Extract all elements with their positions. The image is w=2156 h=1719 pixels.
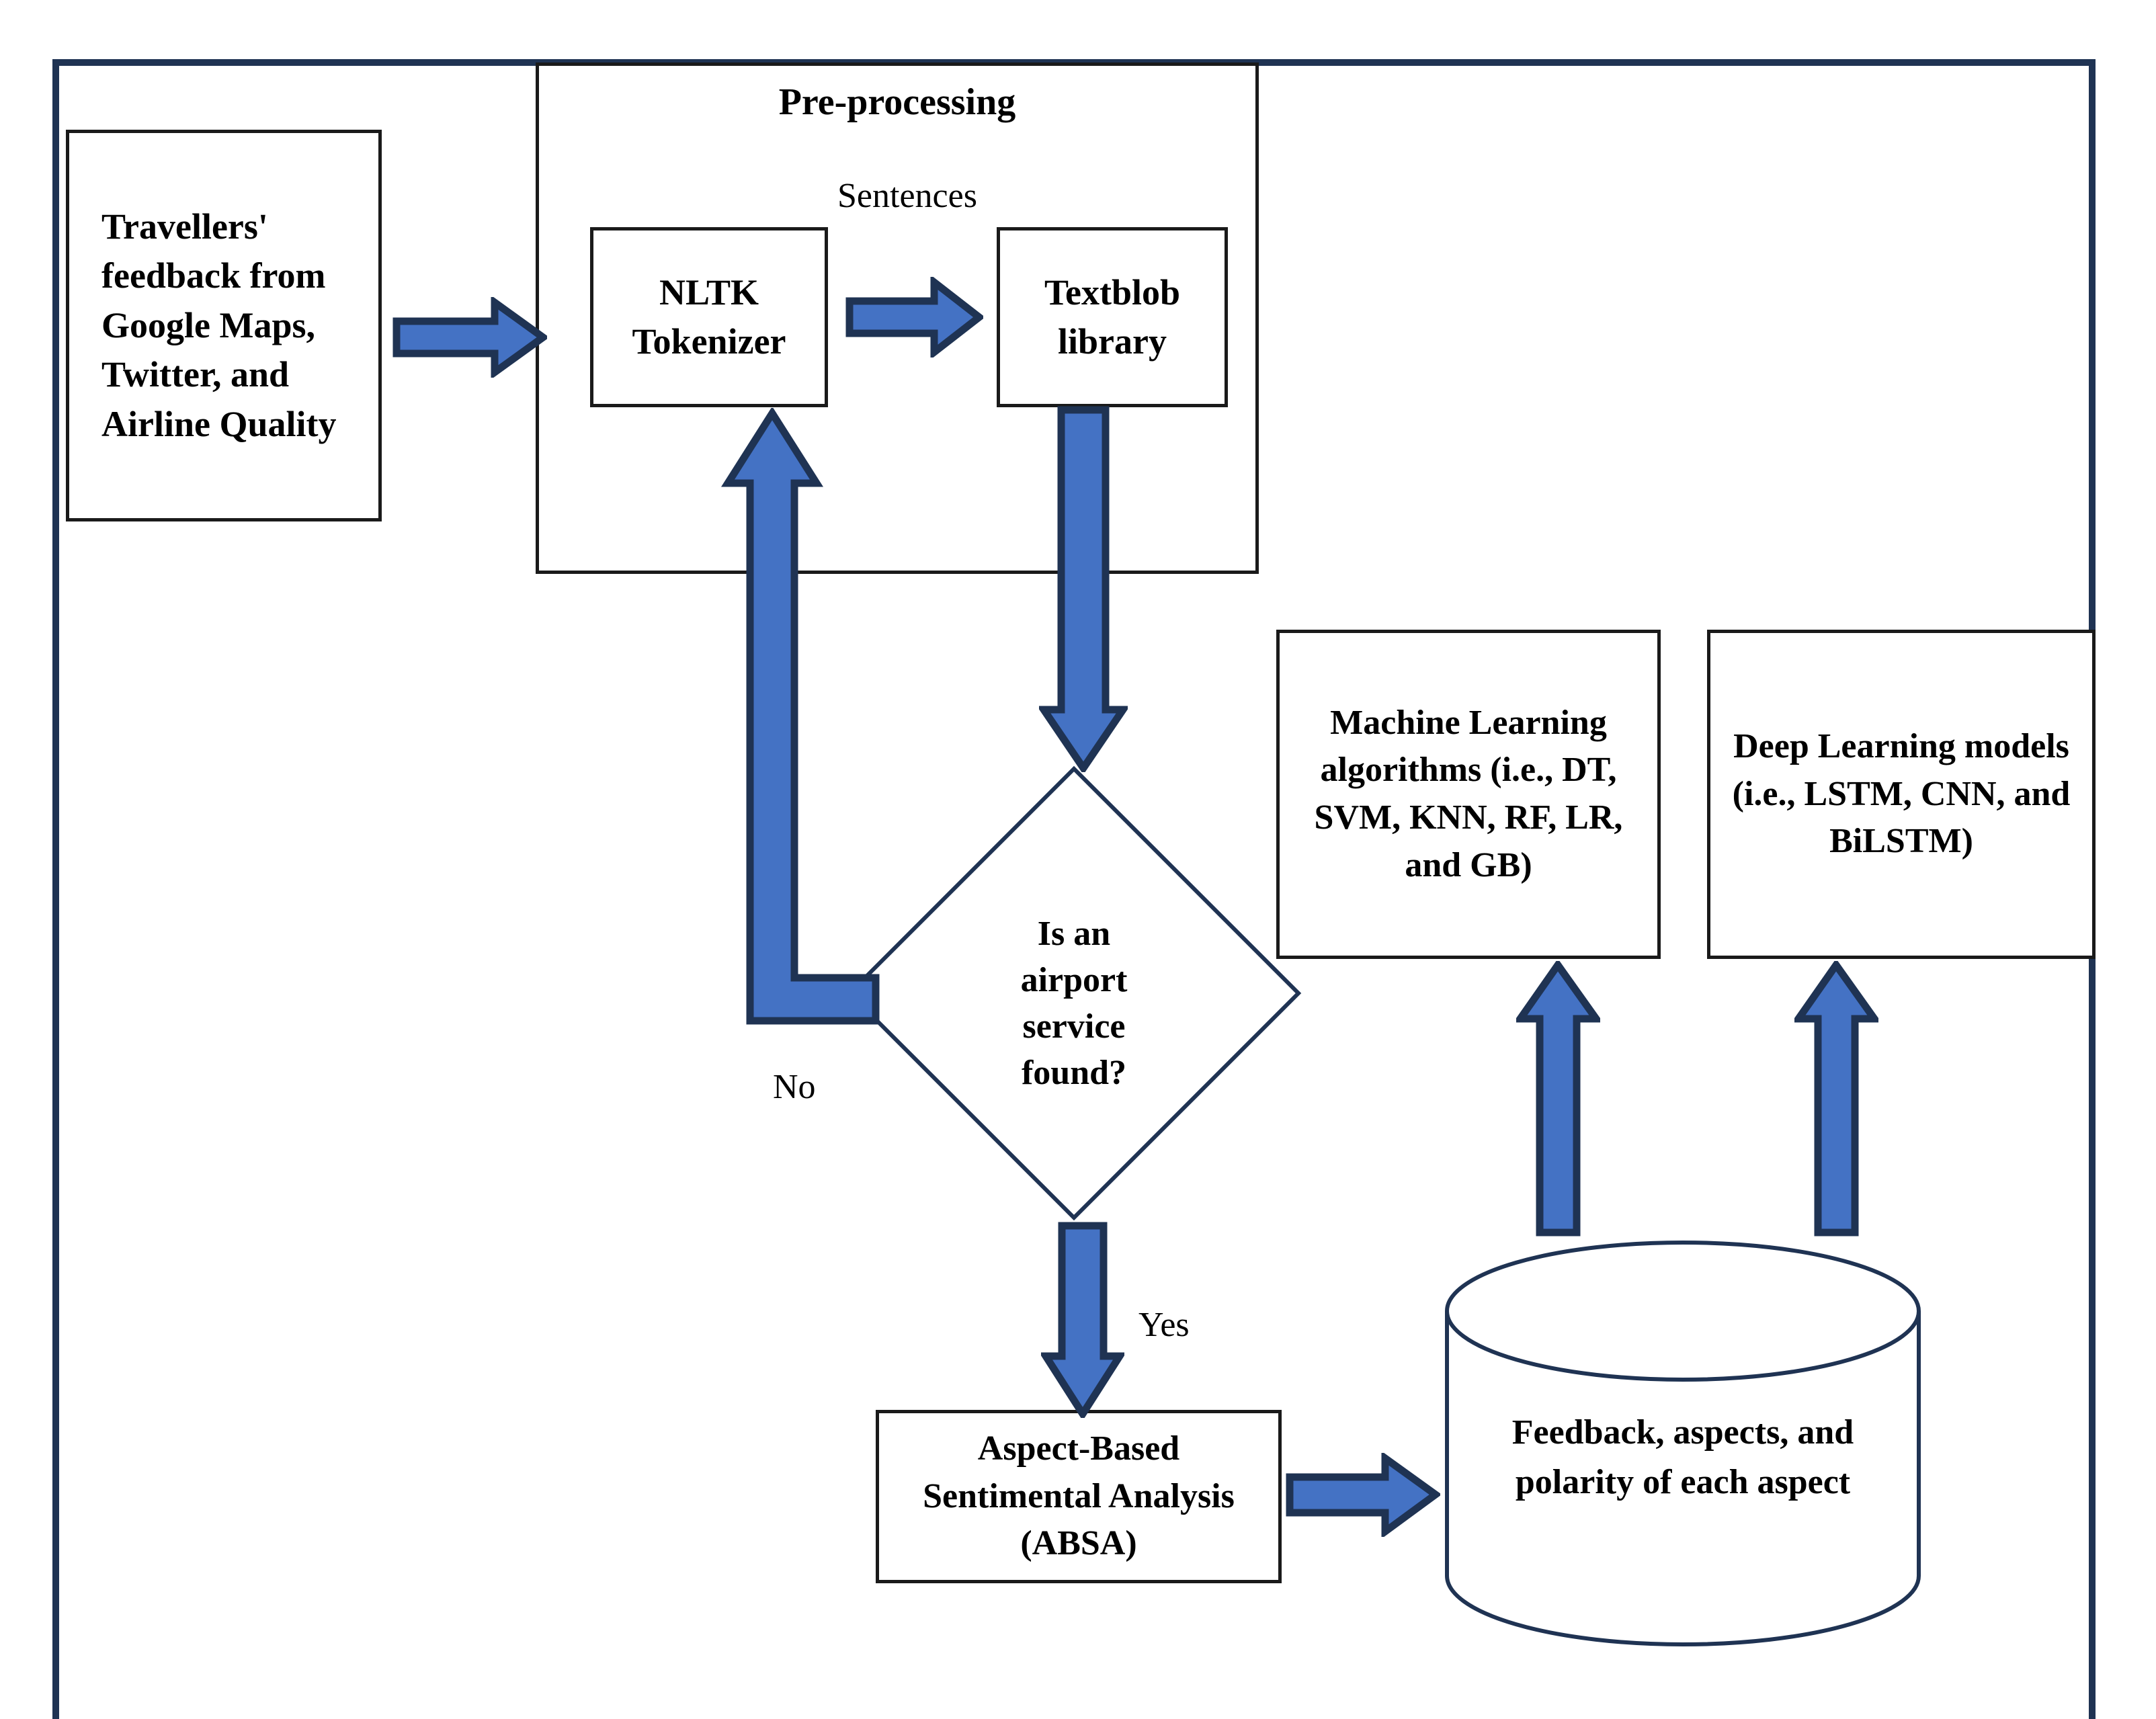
node-absa: Aspect-Based Sentimental Analysis (ABSA) (876, 1410, 1282, 1583)
edge-source-to-preprocessing (392, 297, 547, 378)
edge-label-no: No (773, 1068, 816, 1106)
preprocessing-title: Pre-processing (778, 81, 1016, 123)
node-machine-learning-algorithms: Machine Learning algorithms (i.e., DT, S… (1276, 630, 1661, 959)
node-database-cylinder (1444, 1239, 1922, 1648)
edge-label-yes: Yes (1138, 1306, 1190, 1344)
node-nltk-tokenizer-label: NLTK Tokenizer (632, 271, 786, 362)
node-nltk-tokenizer: NLTK Tokenizer (590, 227, 828, 407)
edge-database-to-dl (1794, 961, 1878, 1236)
node-deep-learning-models-label: Deep Learning models (i.e., LSTM, CNN, a… (1732, 726, 2071, 861)
node-textblob-library-label: Textblob library (1044, 271, 1181, 362)
node-source-feedback: Travellers' feedback from Google Maps, T… (66, 130, 382, 521)
edge-absa-to-database (1286, 1453, 1440, 1537)
edge-textblob-to-decision (1039, 406, 1128, 772)
node-deep-learning-models: Deep Learning models (i.e., LSTM, CNN, a… (1707, 630, 2096, 959)
edge-label-sentences: Sentences (837, 177, 977, 215)
node-database-label: Feedback, aspects, and polarity of each … (1511, 1413, 1854, 1501)
node-decision-diamond (845, 765, 1302, 1222)
node-absa-label: Aspect-Based Sentimental Analysis (ABSA) (923, 1429, 1235, 1563)
edge-nltk-to-textblob (845, 277, 983, 358)
node-textblob-library: Textblob library (997, 227, 1228, 407)
node-machine-learning-algorithms-label: Machine Learning algorithms (i.e., DT, S… (1314, 703, 1623, 884)
edge-decision-no-to-nltk (709, 408, 880, 1026)
edge-database-to-ml (1516, 961, 1600, 1236)
node-source-feedback-label: Travellers' feedback from Google Maps, T… (101, 206, 337, 444)
edge-decision-yes-to-absa (1041, 1222, 1124, 1418)
node-decision-label: Is an airport service found? (1020, 915, 1128, 1093)
